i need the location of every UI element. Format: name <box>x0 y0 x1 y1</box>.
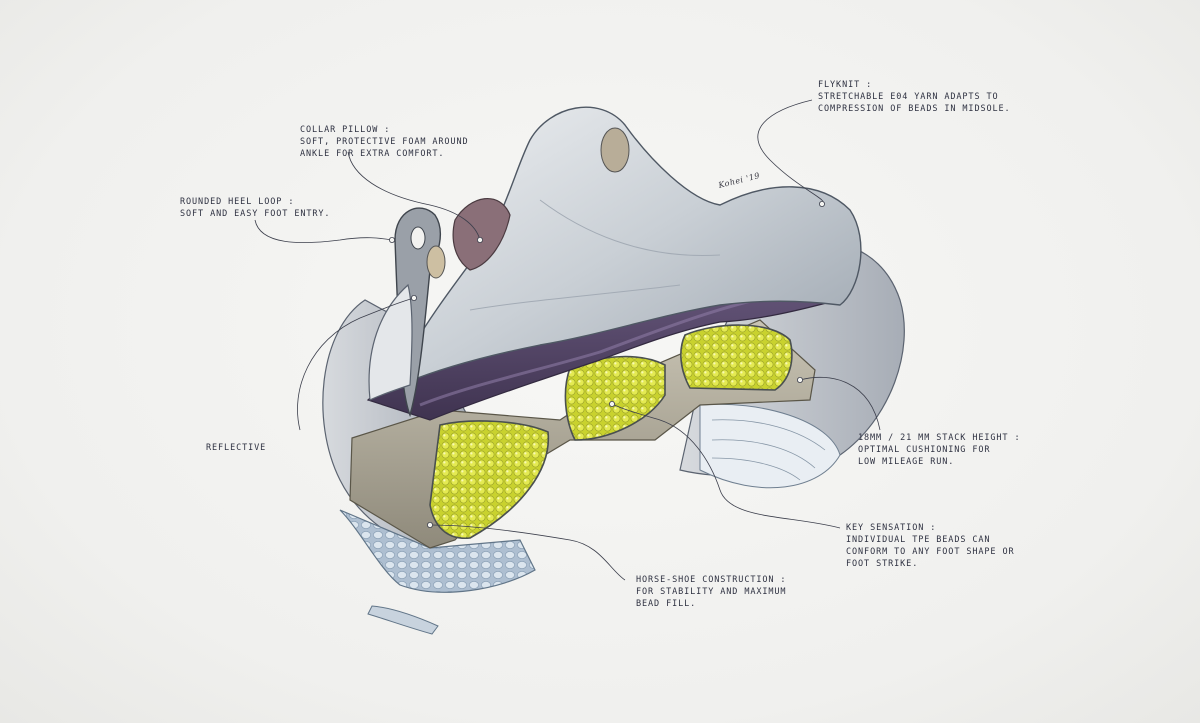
annotation-title: Key Sensation : <box>846 523 937 533</box>
annotation-body: Individual TPE beads can conform to any … <box>846 535 1015 569</box>
annotation-body: Soft, protective foam around ankle for e… <box>300 137 469 159</box>
annotation-key-sensation: Key Sensation : Individual TPE beads can… <box>846 522 1015 570</box>
leader-flyknit <box>757 99 824 205</box>
annotation-title: Reflective <box>206 443 267 453</box>
leader-key <box>611 403 841 529</box>
leader-horse <box>429 524 626 581</box>
annotation-title: 18mm / 21 mm Stack Height : <box>858 433 1021 443</box>
leader-heel-loop <box>254 219 393 243</box>
annotation-stack-height: 18mm / 21 mm Stack Height : Optimal cush… <box>858 432 1020 468</box>
annotation-collar-pillow: Collar Pillow : Soft, protective foam ar… <box>300 124 469 160</box>
heel-counter <box>368 283 413 401</box>
annotation-body: Optimal cushioning for low mileage run. <box>858 445 991 467</box>
annotation-title: Rounded Heel Loop : <box>180 197 295 207</box>
annotation-body: Stretchable E04 yarn adapts to compressi… <box>818 92 1011 114</box>
annotation-body: For stability and maximum bead fill. <box>636 587 787 609</box>
bead-chamber-mid <box>564 355 666 441</box>
forefoot-outsole <box>699 403 841 489</box>
annotation-body: Soft and easy foot entry. <box>180 209 331 219</box>
annotation-title: Collar Pillow : <box>300 125 391 135</box>
bead-chamber-heel <box>429 420 550 539</box>
collar-pillow <box>452 198 511 271</box>
heel-outsole <box>339 509 536 593</box>
leader-stack <box>799 377 881 431</box>
outsole-chip <box>367 605 439 635</box>
annotation-title: Horse-Shoe Construction : <box>636 575 787 585</box>
annotation-flyknit: Flyknit : Stretchable E04 yarn adapts to… <box>818 79 1011 115</box>
annotation-horse-shoe: Horse-Shoe Construction : For stability … <box>636 574 786 610</box>
leader-collar <box>347 151 481 241</box>
bead-chamber-fore <box>680 324 793 391</box>
annotation-reflective: Reflective <box>206 442 266 454</box>
annotation-title: Flyknit : <box>818 80 873 90</box>
leader-reflective <box>297 297 415 431</box>
annotation-heel-loop: Rounded Heel Loop : Soft and easy foot e… <box>180 196 330 220</box>
